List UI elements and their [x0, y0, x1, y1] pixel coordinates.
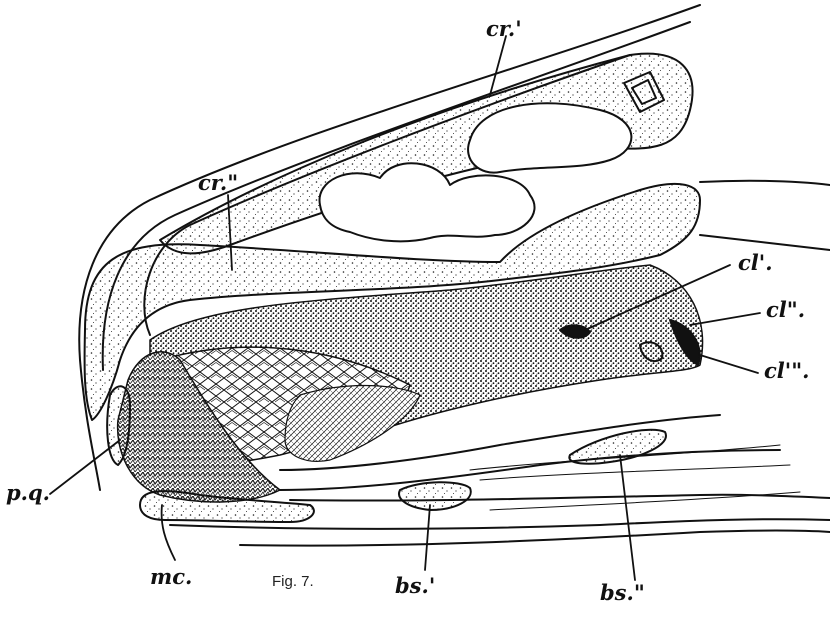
- label-mc: mc.: [150, 566, 192, 587]
- label-bs-prime: bs.': [395, 575, 435, 596]
- basal-element-2: [569, 430, 666, 464]
- label-cl-triple-prime: cl'".: [764, 360, 809, 381]
- label-cr-prime: cr.': [486, 18, 522, 39]
- leader-cl3: [700, 355, 758, 373]
- lower-shelf-line-2: [280, 450, 780, 490]
- leader-pq: [50, 440, 120, 494]
- label-cl-double-prime: cl".: [766, 299, 805, 320]
- figure-caption: Fig. 7.: [272, 574, 314, 589]
- label-cl-prime: cl'.: [738, 252, 773, 273]
- nasal-cavity-lobes: [320, 163, 535, 241]
- leader-cr1: [490, 36, 506, 95]
- leader-bs2: [620, 455, 635, 580]
- label-bs-double-prime: bs.": [600, 582, 645, 603]
- label-cr-double-prime: cr.": [198, 172, 238, 193]
- leader-bs1: [425, 505, 430, 570]
- basal-element-1: [399, 482, 471, 510]
- label-pq: p.q.: [6, 482, 50, 503]
- jaw-bottom-line: [240, 531, 830, 546]
- posterior-cartilage-bar-lower: [700, 235, 830, 250]
- posterior-cartilage-bar: [700, 181, 830, 185]
- nasal-cavity-upper: [468, 103, 631, 172]
- leader-cl2: [690, 313, 760, 325]
